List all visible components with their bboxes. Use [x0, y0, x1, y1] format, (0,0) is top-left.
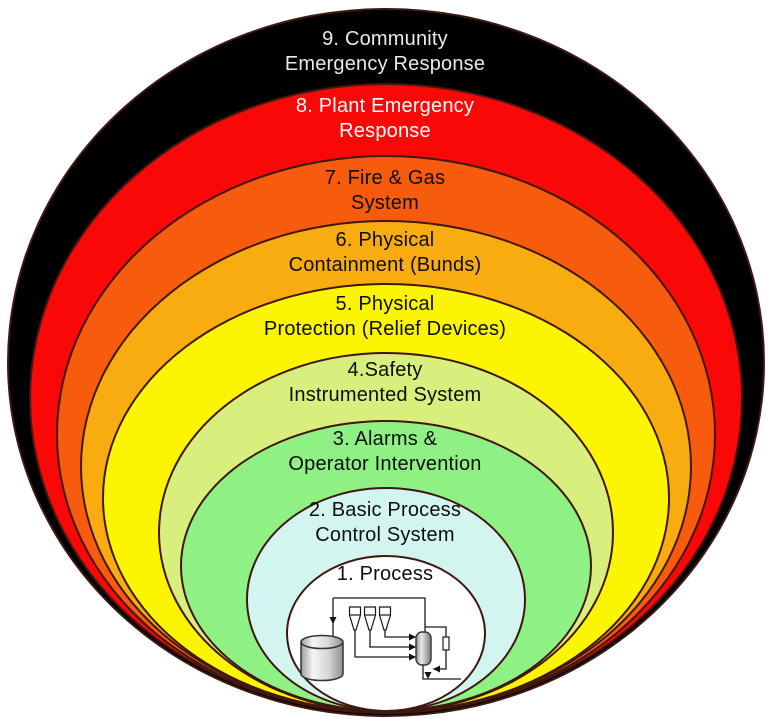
condenser-icon [442, 636, 450, 651]
tank-icon [300, 634, 344, 682]
layer-ring-1-process [286, 555, 486, 712]
reactor-column-icon [415, 631, 432, 666]
cyclone-icon [378, 606, 392, 631]
process-flow-diagram [300, 597, 461, 682]
flow-arrow-icons [329, 617, 440, 679]
cyclone-icon [363, 606, 377, 631]
cyclone-icon [348, 606, 362, 631]
